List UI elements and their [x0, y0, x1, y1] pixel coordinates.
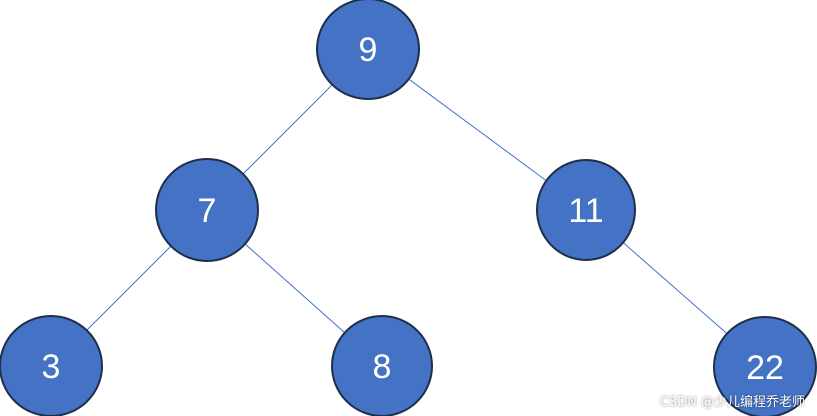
node-label-11: 11	[568, 192, 603, 230]
edge-n9-n7	[241, 83, 334, 176]
tree-node-9: 9	[316, 0, 420, 100]
tree-node-11: 11	[536, 159, 636, 261]
edge-n11-n22	[621, 241, 728, 335]
node-label-8: 8	[373, 348, 392, 386]
node-circle-8	[331, 315, 433, 416]
node-label-22: 22	[746, 349, 784, 387]
csdn-watermark: CSDN @少儿编程乔老师	[659, 395, 805, 410]
node-circle-3	[0, 315, 103, 416]
tree-node-8: 8	[331, 315, 433, 416]
edge-n9-n11	[407, 78, 548, 182]
node-label-7: 7	[198, 192, 217, 230]
node-label-3: 3	[42, 348, 61, 386]
node-circle-7	[155, 158, 259, 262]
edge-n7-n3	[85, 244, 173, 332]
tree-node-7: 7	[155, 158, 259, 262]
tree-node-3: 3	[0, 315, 103, 416]
node-label-9: 9	[359, 31, 378, 69]
node-circle-11	[536, 159, 636, 261]
edge-n7-n8	[243, 242, 346, 334]
node-circle-22	[713, 316, 817, 416]
edges-layer	[85, 78, 728, 335]
tree-node-22: 22	[713, 316, 817, 416]
node-circle-9	[316, 0, 420, 100]
